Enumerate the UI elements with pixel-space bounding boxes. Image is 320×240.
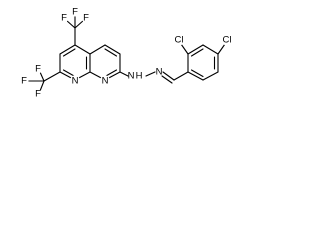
bond: [65, 19, 76, 29]
bond-double: [161, 75, 173, 84]
bond-double: [104, 48, 118, 57]
bond: [162, 71, 175, 81]
bond: [180, 43, 189, 55]
chemical-structure: F F F F F F N N N H N Cl Cl: [19, 7, 233, 100]
bond: [59, 44, 76, 55]
fluorine-label: F: [83, 13, 89, 24]
bond-double: [62, 69, 76, 78]
ring-nitrogen-label: N: [72, 76, 79, 87]
bond: [39, 80, 45, 92]
fluorine-label: F: [35, 89, 41, 100]
bond: [145, 71, 156, 77]
nh-nitrogen-label: N: [128, 71, 135, 82]
bond-double: [190, 69, 204, 78]
bond: [39, 71, 45, 82]
bond: [119, 71, 129, 77]
chlorine-label: Cl: [175, 35, 184, 46]
atom-labels: F F F F F F N N N H N Cl Cl: [19, 7, 233, 100]
ring-nitrogen-label: N: [102, 76, 109, 87]
bond: [202, 71, 219, 81]
bond: [173, 71, 189, 81]
imine-nitrogen-label: N: [156, 67, 163, 78]
bond: [43, 71, 61, 82]
bond: [74, 19, 85, 29]
bonds: [27, 15, 226, 92]
bond-double: [104, 69, 118, 78]
fluorine-label: F: [35, 64, 41, 75]
fluorine-label: F: [61, 13, 67, 24]
bond: [217, 43, 226, 55]
bond-double: [62, 48, 76, 57]
bond: [187, 44, 204, 55]
bond-double: [190, 48, 204, 57]
bond: [74, 44, 91, 55]
bond: [104, 44, 121, 55]
bond: [187, 71, 204, 81]
fluorine-label: F: [21, 76, 27, 87]
fluorine-label: F: [72, 7, 78, 18]
chlorine-label: Cl: [223, 35, 232, 46]
bond: [89, 44, 106, 55]
nh-hydrogen-label: H: [136, 71, 143, 82]
bond: [202, 44, 219, 55]
